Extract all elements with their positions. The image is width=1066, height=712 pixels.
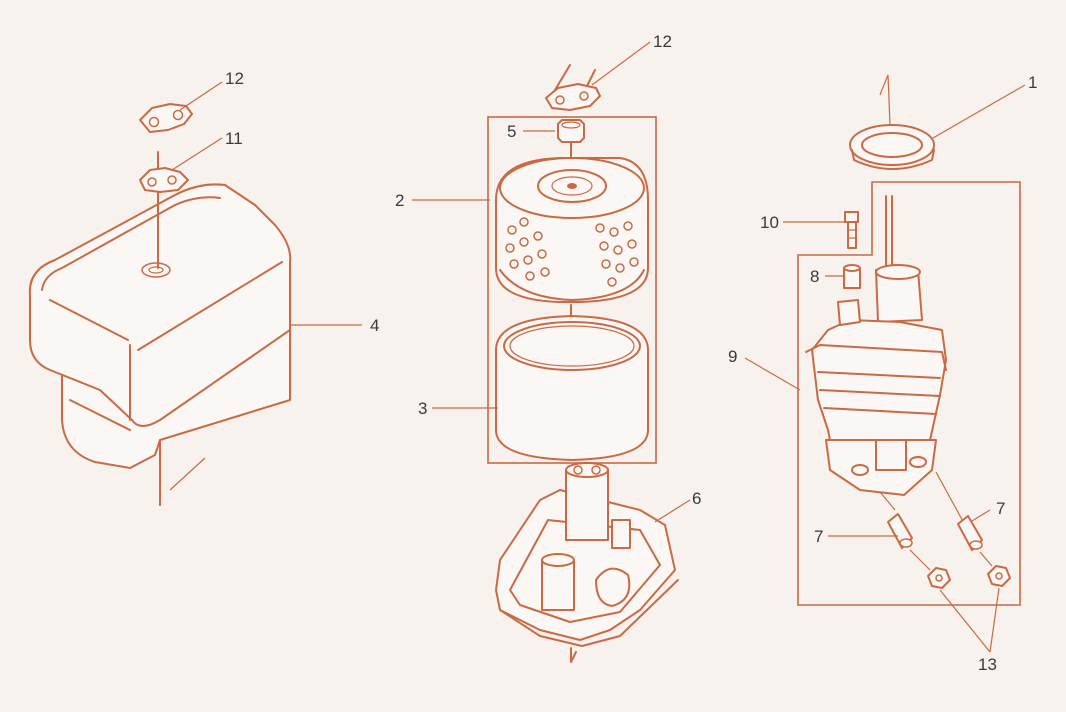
leader-lines — [171, 41, 1026, 653]
callout-4: 4 — [370, 316, 379, 335]
callout-12-left: 12 — [225, 69, 244, 88]
part-9-housing — [805, 195, 966, 526]
right-kit-frame — [797, 181, 1021, 606]
part-1-ring — [849, 74, 935, 170]
callout-6: 6 — [692, 489, 701, 508]
part-13-nut-left — [909, 549, 951, 589]
callout-3: 3 — [418, 399, 427, 418]
part-2-filter-element — [495, 157, 649, 303]
part-10-screw — [844, 211, 859, 249]
callout-11: 11 — [225, 129, 243, 148]
part-8-collar — [843, 264, 861, 289]
callout-7-left: 7 — [814, 527, 823, 546]
callout-10: 10 — [760, 213, 779, 232]
callout-2: 2 — [395, 191, 404, 210]
part-12-clip-left — [139, 103, 193, 133]
part-12-clip-center — [545, 64, 601, 111]
filter-perforations — [505, 217, 639, 287]
part-13-nut-right — [979, 551, 1011, 587]
part-3-foam-element — [495, 304, 649, 461]
callout-7-right: 7 — [996, 499, 1005, 518]
callout-13: 13 — [978, 655, 997, 674]
part-6-base — [495, 462, 679, 663]
part-11-grommet — [139, 151, 189, 269]
callout-9: 9 — [728, 347, 737, 366]
part-7-washer-left — [887, 513, 913, 549]
callout-labels: 1 2 3 4 5 6 7 7 8 9 10 11 12 12 13 — [225, 32, 1037, 674]
callout-8: 8 — [810, 267, 819, 286]
part-7-washer-right — [957, 515, 983, 551]
part-4-cover — [28, 183, 292, 506]
callout-1: 1 — [1028, 73, 1037, 92]
callout-5: 5 — [507, 122, 516, 141]
part-5-nut — [557, 119, 585, 161]
callout-12-center: 12 — [653, 32, 672, 51]
center-kit-frame — [487, 116, 657, 464]
